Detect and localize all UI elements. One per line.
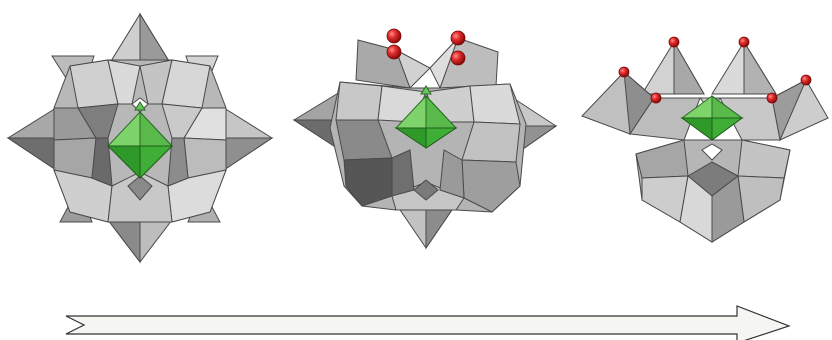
s3-lower-1	[636, 140, 688, 178]
s2-spike-bottom-shade	[426, 204, 456, 248]
s2-oxygen-2	[387, 45, 401, 59]
s1-spike-left-shade	[8, 138, 56, 170]
process-arrow-shape	[66, 306, 789, 340]
s3-pyramid-right-shade	[744, 42, 776, 94]
s3-pyramid-left-shade	[674, 42, 704, 94]
structure-3-lacunary	[582, 37, 828, 242]
s2-oxygen-3	[451, 31, 465, 45]
s3-lower-2	[738, 140, 790, 178]
s3-oxygen-2	[739, 37, 749, 47]
s3-oxygen-5	[651, 93, 661, 103]
s2-facet-1	[336, 82, 382, 120]
s3-oxygen-1	[669, 37, 679, 47]
s1-spike-bottom-shade	[108, 220, 140, 262]
s2-facet-10	[392, 150, 414, 196]
structure-2-lacunary	[294, 29, 556, 248]
s2-facet-7	[344, 158, 392, 206]
s2-oxygen-1	[387, 29, 401, 43]
s3-oxygen-3	[619, 67, 629, 77]
s1-spike-top-shade	[140, 14, 172, 66]
s3-oxygen-6	[767, 93, 777, 103]
s1-spike-right-shade	[224, 138, 272, 170]
s3-oxygen-4	[801, 75, 811, 85]
s2-oxygen-4	[451, 51, 465, 65]
structure-1-full-cluster	[8, 14, 272, 262]
s3-lower-5	[738, 176, 784, 222]
